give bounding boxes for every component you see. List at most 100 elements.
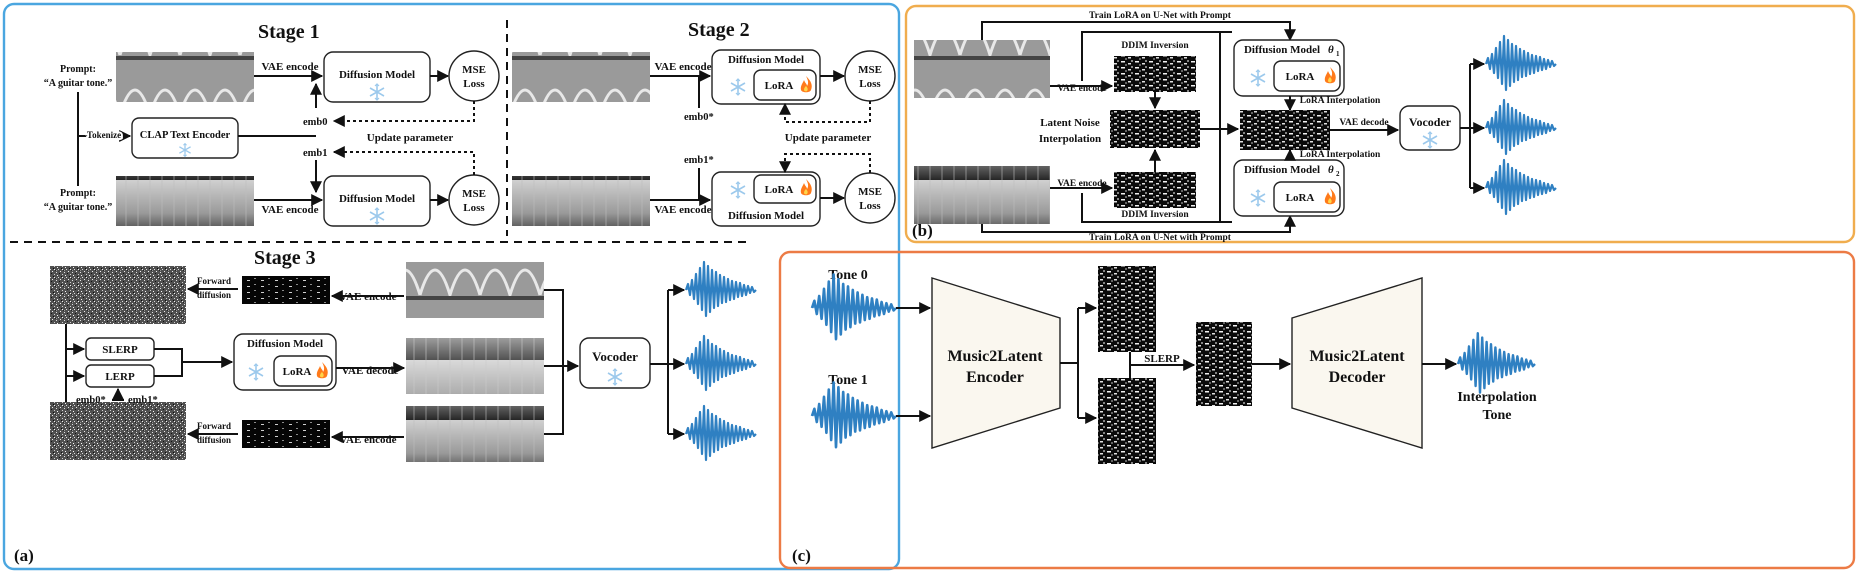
stage1-prompt-top-label: Prompt: — [60, 64, 96, 75]
c-latent-interp — [1196, 322, 1252, 406]
stage3-waveform-top — [684, 260, 758, 318]
stage2-diffusion-top-label: Diffusion Model — [728, 54, 804, 66]
c-waveform-output — [1456, 331, 1537, 394]
stage2-mse-bottom-1: MSE — [858, 186, 882, 198]
b-ddim-top-path — [1081, 31, 1232, 81]
c-output-1: Interpolation — [1457, 390, 1537, 405]
stage3-emb0: emb0* — [76, 395, 106, 406]
train-lora-top-label: Train LoRA on U-Net with Prompt — [1089, 11, 1232, 21]
b-waveform-mid — [1484, 98, 1558, 156]
b-lora-top — [1273, 60, 1341, 92]
stage3-lerp-label: LERP — [105, 371, 135, 383]
c-decoder-1: Music2Latent — [1309, 348, 1405, 365]
stage1-prompt-bottom-text: “A guitar tone.” — [44, 202, 112, 213]
stage1-title: Stage 1 — [258, 21, 320, 43]
stage2-update-top-arrow — [779, 101, 871, 123]
b-lora-top-label: LoRA — [1286, 71, 1315, 83]
b-lora-interp-top-label: LoRA Interpolation — [1300, 96, 1381, 106]
stage2-emb1: emb1* — [684, 155, 714, 166]
stage1-emb1: emb1 — [303, 148, 328, 159]
b-vae-encode-top-label: VAE encode — [1057, 84, 1106, 94]
c-encoder-1: Music2Latent — [947, 348, 1043, 365]
b-latent-interp — [1110, 110, 1200, 148]
stage2-mse-top-2: Loss — [859, 78, 881, 90]
stage1-diffusion-bottom-label: Diffusion Model — [339, 193, 415, 205]
stage3-lora-label: LoRA — [283, 366, 312, 378]
stage1-update-label: Update parameter — [367, 132, 454, 144]
b-diffusion-top-label: Diffusion Model — [1244, 44, 1320, 56]
stage3-diffusion-label: Diffusion Model — [247, 338, 323, 350]
c-waveform-tone0 — [810, 273, 898, 341]
stage2-lora-bottom — [753, 174, 817, 204]
b-vae-decode-label: VAE decode — [1339, 118, 1388, 128]
b-interp-to-bottom — [1219, 129, 1232, 223]
stage2-mse-loss-bottom — [844, 172, 896, 224]
stage3-title: Stage 3 — [254, 247, 316, 269]
stage1-mse-loss-bottom — [448, 174, 500, 226]
stage3-forward-top-2: diffusion — [197, 290, 231, 300]
stage2-spectrogram-top — [512, 52, 650, 102]
stage3-forward-bottom-2: diffusion — [197, 435, 231, 445]
stage3-spectrogram-top — [406, 262, 544, 318]
c-waveform-tone1 — [810, 381, 898, 449]
panel-c-frame — [778, 250, 1856, 570]
stage2-mse-loss-top — [844, 50, 896, 102]
clap-text-encoder — [131, 117, 239, 159]
stage1-emb0: emb0 — [303, 117, 328, 128]
stage3-spectrogram-bottom — [406, 406, 544, 462]
stage3-emb1: emb1* — [128, 395, 158, 406]
stage1-mse-loss-top — [448, 50, 500, 102]
c-tone1-label: Tone 1 — [828, 373, 868, 388]
c-slerp-label: SLERP — [1144, 353, 1180, 365]
stage2-spectrogram-bottom — [512, 176, 650, 226]
stage2-vae-encode-bottom-label: VAE encode — [655, 204, 712, 216]
stage1-spectrogram-bottom — [116, 176, 254, 226]
stage3-forward-bottom-1: Forward — [197, 421, 231, 431]
stage3-interp-merge — [154, 348, 183, 377]
stage3-latent-bottom — [242, 420, 330, 448]
stage2-lora-top — [753, 69, 817, 101]
stage3-slerp-label: SLERP — [102, 344, 138, 356]
c-latent-tone1 — [1098, 378, 1156, 464]
stage3-noise-top — [50, 266, 186, 324]
clap-label: CLAP Text Encoder — [140, 130, 231, 141]
stage2-lora-bottom-label: LoRA — [765, 184, 794, 196]
b-ddim-bottom-label: DDIM Inversion — [1121, 210, 1189, 220]
b-spectrogram-top — [914, 40, 1050, 98]
stage2-lora-top-label: LoRA — [765, 80, 794, 92]
stage1-vae-encode-bottom-label: VAE encode — [262, 204, 319, 216]
b-spectrogram-bottom — [914, 166, 1050, 224]
stage1-mse-bottom-1: MSE — [462, 188, 486, 200]
stage1-mse-top-2: Loss — [463, 78, 485, 90]
b-latent-interp-2: Interpolation — [1039, 133, 1101, 145]
stage3-vae-decode-label: VAE decode — [342, 365, 399, 377]
panel-a-frame — [2, 2, 901, 571]
c-latent-tone0 — [1098, 266, 1156, 352]
stage1-update-bottom-arrow — [332, 146, 475, 175]
train-lora-bottom-arrow — [981, 214, 1296, 233]
b-ddim-top-label: DDIM Inversion — [1121, 41, 1189, 51]
b-latent-interp-1: Latent Noise — [1040, 117, 1100, 129]
stage1-diffusion-top-label: Diffusion Model — [339, 69, 415, 81]
stage1-prompt-bottom-label: Prompt: — [60, 188, 96, 199]
c-output-2: Tone — [1482, 408, 1511, 423]
panel-a-tag: (a) — [14, 546, 34, 565]
stage1-spectrogram-top — [116, 52, 254, 102]
stage3-waveform-mid — [684, 334, 758, 392]
stage1-tokenize-label: Tokenize — [87, 130, 121, 140]
b-diffusion-bottom-label: Diffusion Model — [1244, 164, 1320, 176]
b-interp-to-top — [1200, 31, 1232, 130]
stage1-vae-encode-top-label: VAE encode — [262, 61, 319, 73]
panel-b-frame — [904, 4, 1856, 244]
b-lora-interp-bottom-label: LoRA Interpolation — [1300, 150, 1381, 160]
stage2-mse-top-1: MSE — [858, 64, 882, 76]
panel-b-tag: (b) — [912, 221, 933, 240]
stage3-forward-top-1: Forward — [197, 276, 231, 286]
b-latent-bottom — [1114, 172, 1196, 208]
stage2-update-bottom-arrow — [779, 153, 871, 174]
c-encoder-2: Encoder — [966, 369, 1024, 386]
panel-c-tag: (c) — [792, 546, 811, 565]
stage1-mse-bottom-2: Loss — [463, 202, 485, 214]
stage3-latent-top — [242, 276, 330, 304]
